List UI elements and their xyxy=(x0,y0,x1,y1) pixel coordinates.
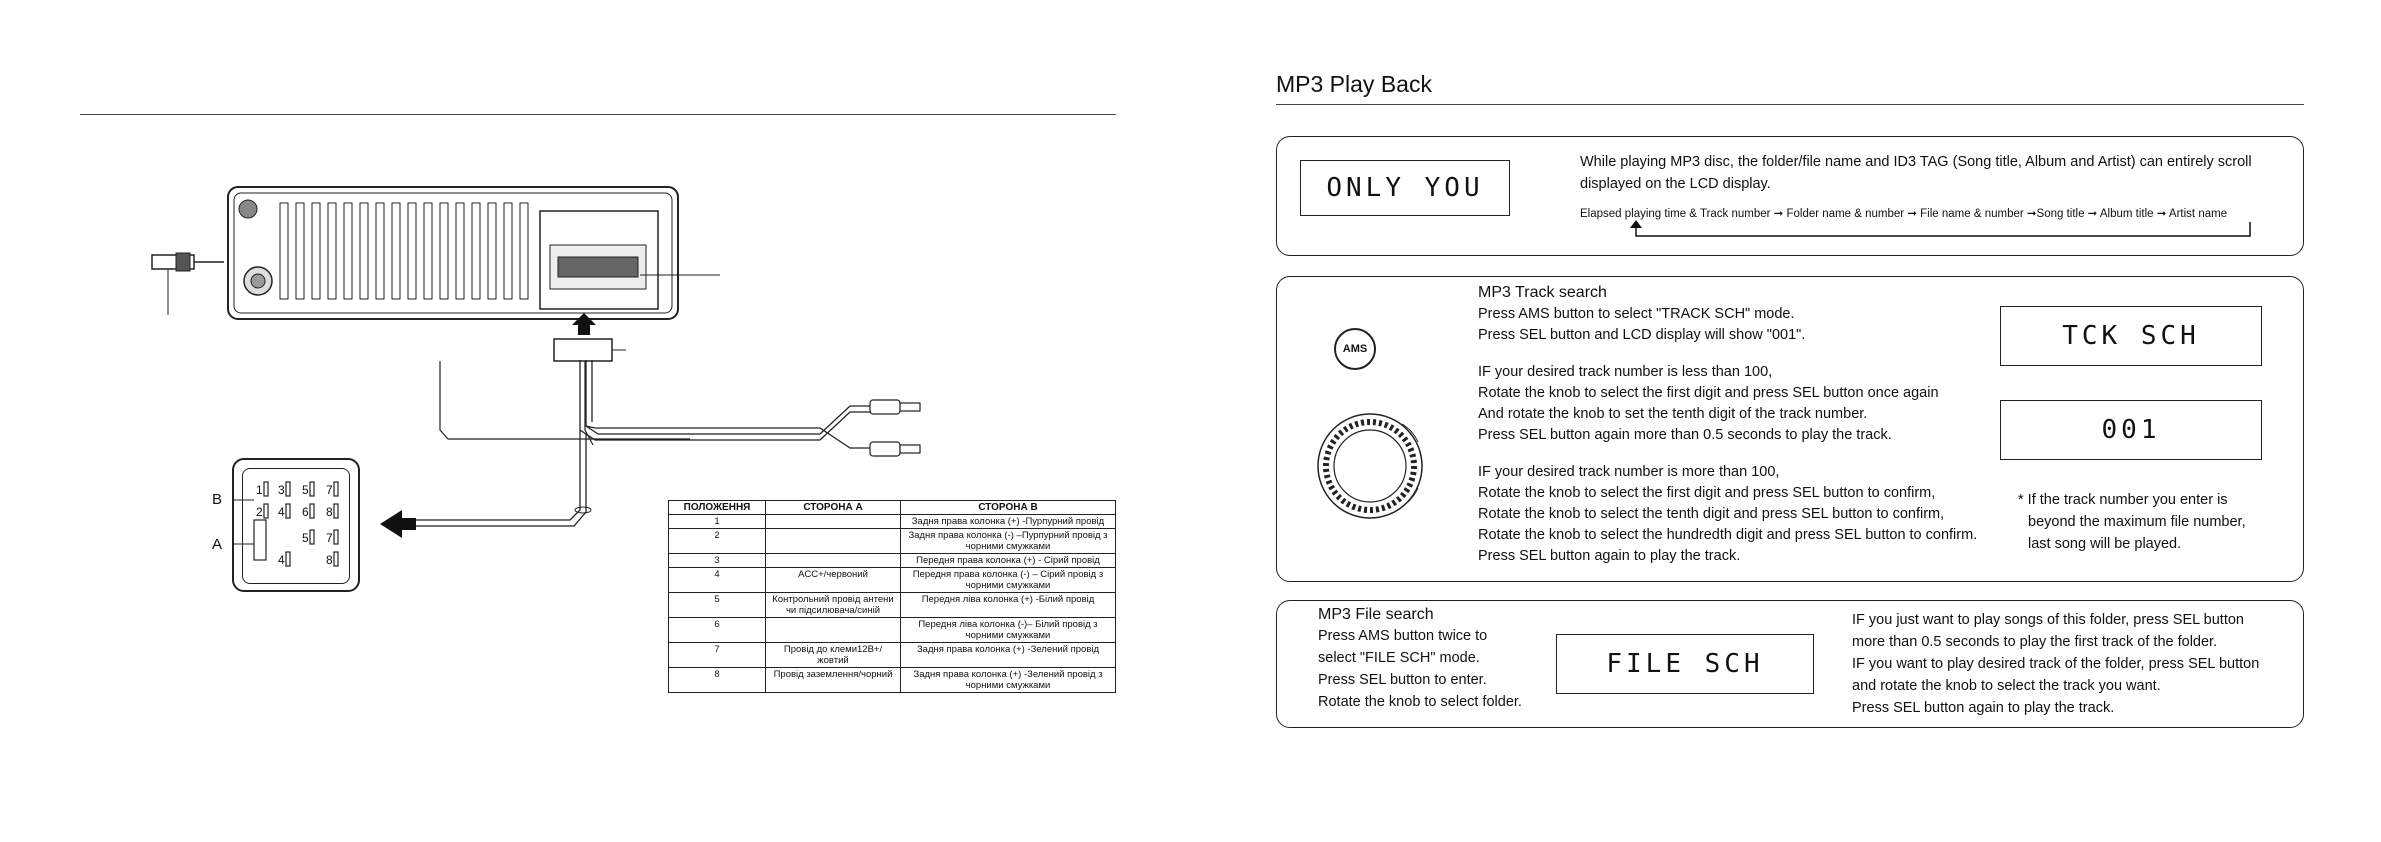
file-search-left-2: select "FILE SCH" mode. xyxy=(1318,650,1480,666)
track-search-step-1: Press AMS button to select "TRACK SCH" m… xyxy=(1478,306,1795,322)
track-search-note-3: last song will be played. xyxy=(2028,536,2182,552)
wiring-harness xyxy=(380,360,921,538)
table-cell xyxy=(765,553,901,568)
file-search-left-1: Press AMS button twice to xyxy=(1318,628,1488,644)
file-search-left-4: Rotate the knob to select folder. xyxy=(1318,694,1522,710)
lcd-display-001: 001 xyxy=(2000,400,2262,460)
file-search-left-3: Press SEL button to enter. xyxy=(1318,672,1487,688)
playback-desc-1: While playing MP3 disc, the folder/file … xyxy=(1580,154,2252,170)
table-cell: Передня права колонка (+) - Сірий провід xyxy=(900,553,1116,568)
track-search-more-4: Rotate the knob to select the hundredth … xyxy=(1478,527,1978,543)
connector-label-a: A xyxy=(212,536,223,553)
track-search-less-1: IF your desired track number is less tha… xyxy=(1478,364,1773,380)
track-search-less-4: Press SEL button again more than 0.5 sec… xyxy=(1478,427,1892,443)
playback-desc-2: displayed on the LCD display. xyxy=(1580,176,1771,192)
svg-text:1: 1 xyxy=(256,483,263,497)
table-cell: 7 xyxy=(668,642,766,668)
table-cell: Контрольний провід антени чи підсилювача… xyxy=(765,592,901,618)
table-cell: 2 xyxy=(668,528,766,554)
table-cell: ACC+/червоний xyxy=(765,567,901,593)
track-search-note-1: * If the track number you enter is xyxy=(2018,492,2228,508)
svg-text:5: 5 xyxy=(302,483,309,497)
left-top-rule xyxy=(80,114,1116,115)
table-row: 6 Передня ліва колонка (-)– Білий провід … xyxy=(668,617,1116,643)
table-cell xyxy=(765,514,901,529)
file-search-right-5: Press SEL button again to play the track… xyxy=(1852,700,2115,716)
table-cell: Передня права колонка (-) – Сірий провід… xyxy=(900,567,1116,593)
lcd-display-playback: ONLY YOU xyxy=(1300,160,1510,216)
file-search-right-4: and rotate the knob to select the track … xyxy=(1852,678,2161,694)
table-row: 1 Задня права колонка (+) -Пурпурний пров… xyxy=(668,514,1116,529)
table-cell: 6 xyxy=(668,617,766,643)
table-cell: Провід до клеми12В+/жовтий xyxy=(765,642,901,668)
table-cell: Передня ліва колонка (+) -Білий провід xyxy=(900,592,1116,618)
track-search-more-1: IF your desired track number is more tha… xyxy=(1478,464,1780,480)
table-cell: 5 xyxy=(668,592,766,618)
right-top-rule xyxy=(1276,104,2304,105)
track-search-note-2: beyond the maximum file number, xyxy=(2028,514,2246,530)
svg-text:8: 8 xyxy=(326,553,333,567)
table-cell xyxy=(765,528,901,554)
table-cell: Задня права колонка (+) -Пурпурний прові… xyxy=(900,514,1116,529)
track-search-heading: MP3 Track search xyxy=(1478,284,1607,301)
iso-connector-pins: 1 3 5 7 2 4 6 8 5 7 4 8 xyxy=(232,481,339,567)
table-cell: 1 xyxy=(668,514,766,529)
svg-text:3: 3 xyxy=(278,483,285,497)
svg-text:4: 4 xyxy=(278,505,285,519)
iso-connector xyxy=(232,458,360,592)
connector-label-b: B xyxy=(212,491,223,508)
page-title: MP3 Play Back xyxy=(1276,71,1432,97)
track-search-more-2: Rotate the knob to select the first digi… xyxy=(1478,485,1936,501)
lcd-display-file-sch: FILE SCH xyxy=(1556,634,1814,694)
ams-button-label: AMS xyxy=(1342,343,1368,355)
track-search-more-3: Rotate the knob to select the tenth digi… xyxy=(1478,506,1945,522)
table-row: 3 Передня права колонка (+) - Сірий прові… xyxy=(668,553,1116,568)
table-row: 2 Задня права колонка (-) –Пурпурний пров… xyxy=(668,528,1116,554)
table-cell: Задня права колонка (+) -Зелений провід … xyxy=(900,667,1116,693)
table-cell xyxy=(765,617,901,643)
table-header-side-a: СТОРОНА А xyxy=(765,500,901,515)
table-cell: Передня ліва колонка (-)– Білий провід з… xyxy=(900,617,1116,643)
svg-text:6: 6 xyxy=(302,505,309,519)
table-header-side-b: СТОРОНА В xyxy=(900,500,1116,515)
file-search-right-1: IF you just want to play songs of this f… xyxy=(1852,612,2244,628)
track-search-step-2: Press SEL button and LCD display will sh… xyxy=(1478,327,1806,343)
table-cell: 3 xyxy=(668,553,766,568)
display-sequence: Elapsed playing time & Track number ➞ Fo… xyxy=(1580,208,2228,220)
track-search-less-3: And rotate the knob to set the tenth dig… xyxy=(1478,406,1868,422)
lcd-display-track-sch: TCK SCH xyxy=(2000,306,2262,366)
table-cell: 8 xyxy=(668,667,766,693)
rotary-knob[interactable] xyxy=(1314,404,1434,524)
table-cell: Задня права колонка (-) –Пурпурний прові… xyxy=(900,528,1116,554)
svg-text:4: 4 xyxy=(278,553,285,567)
sequence-return-arrow xyxy=(1630,220,2251,237)
track-search-less-2: Rotate the knob to select the first digi… xyxy=(1478,385,1939,401)
ams-button[interactable]: AMS xyxy=(1334,328,1376,370)
table-cell: Провід заземлення/чорний xyxy=(765,667,901,693)
track-search-more-5: Press SEL button again to play the track… xyxy=(1478,548,1741,564)
file-search-right-2: more than 0.5 seconds to play the first … xyxy=(1852,634,2218,650)
svg-text:2: 2 xyxy=(256,505,263,519)
file-search-heading: MP3 File search xyxy=(1318,606,1434,623)
table-cell: Задня права колонка (+) -Зелений провід xyxy=(900,642,1116,668)
head-unit-rear-diagram xyxy=(151,186,720,446)
svg-text:8: 8 xyxy=(326,505,333,519)
svg-text:7: 7 xyxy=(326,483,333,497)
file-search-right-3: IF you want to play desired track of the… xyxy=(1852,656,2260,672)
table-header-position: ПОЛОЖЕННЯ xyxy=(668,500,766,515)
table-cell: 4 xyxy=(668,567,766,593)
svg-text:5: 5 xyxy=(302,531,309,545)
svg-text:7: 7 xyxy=(326,531,333,545)
